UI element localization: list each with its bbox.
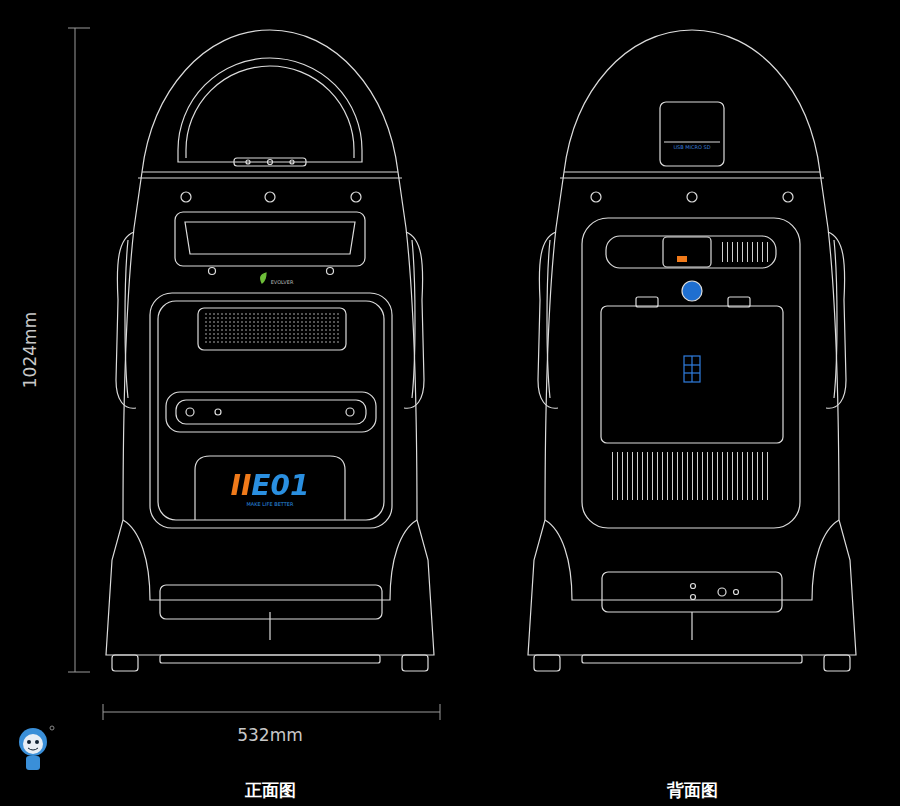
front-view — [106, 30, 434, 671]
brand-label: EVOLVER — [271, 280, 294, 286]
slogan-label: MAKE LIFE BETTER — [247, 502, 294, 508]
dimension-lines — [68, 28, 440, 720]
view-caption: 正面图 — [245, 781, 296, 800]
dimension-label: 532mm — [237, 726, 303, 745]
port-label: USB MICRO SD — [673, 145, 710, 151]
model-logo: IIE01 — [231, 471, 310, 502]
back-view — [528, 30, 856, 671]
dimension-label: 1024mm — [21, 312, 40, 388]
mascot-icon — [19, 726, 54, 770]
view-caption: 背面图 — [667, 781, 718, 800]
